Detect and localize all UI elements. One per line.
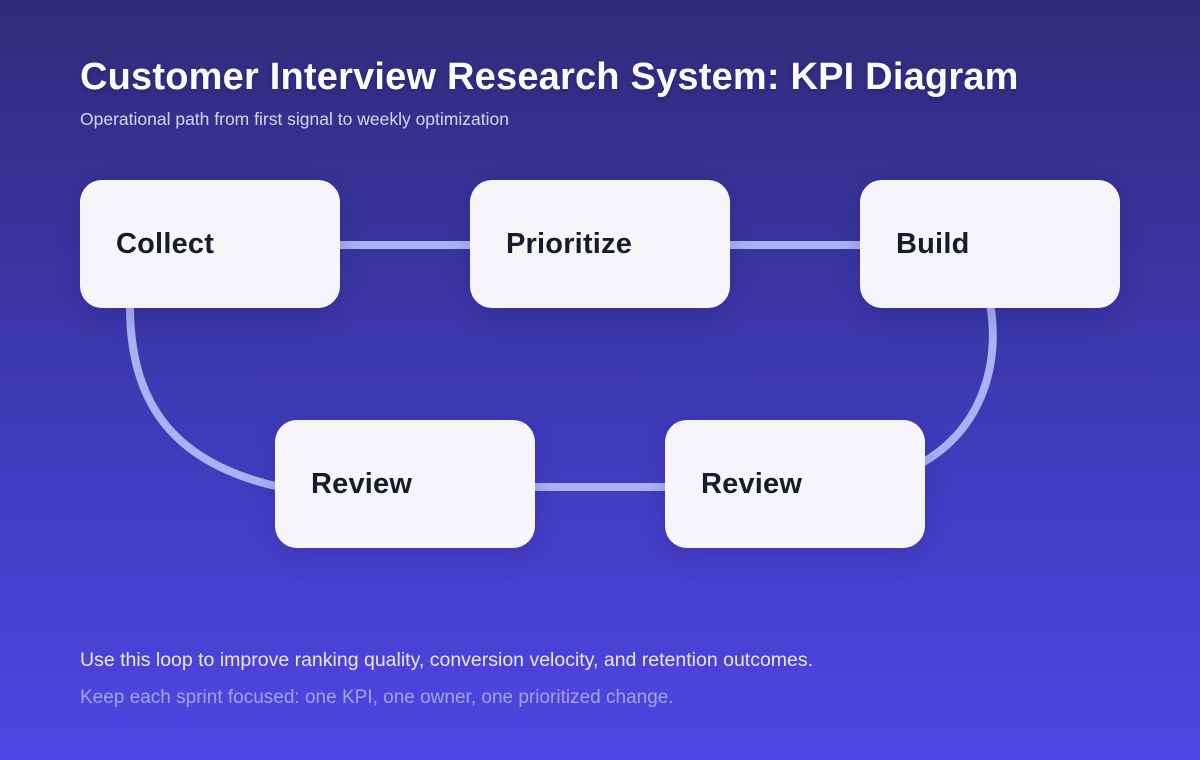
page-title: Customer Interview Research System: KPI … [80,56,1019,98]
footer-primary-text: Use this loop to improve ranking quality… [80,649,814,671]
node-build: Build [860,180,1120,308]
node-collect-label: Collect [116,227,215,260]
node-prioritize-label: Prioritize [506,227,633,260]
node-build-label: Build [896,227,970,260]
node-review-2: Review [665,420,925,548]
node-review-2-label: Review [701,467,803,500]
node-review-1: Review [275,420,535,548]
node-review-1-label: Review [311,467,413,500]
connector-build-review-2 [918,299,997,467]
page-subtitle: Operational path from first signal to we… [80,109,509,129]
node-collect: Collect [80,180,340,308]
footer-secondary-text: Keep each sprint focused: one KPI, one o… [80,687,674,708]
node-prioritize: Prioritize [470,180,730,308]
connector-collect-review-1 [125,299,284,491]
